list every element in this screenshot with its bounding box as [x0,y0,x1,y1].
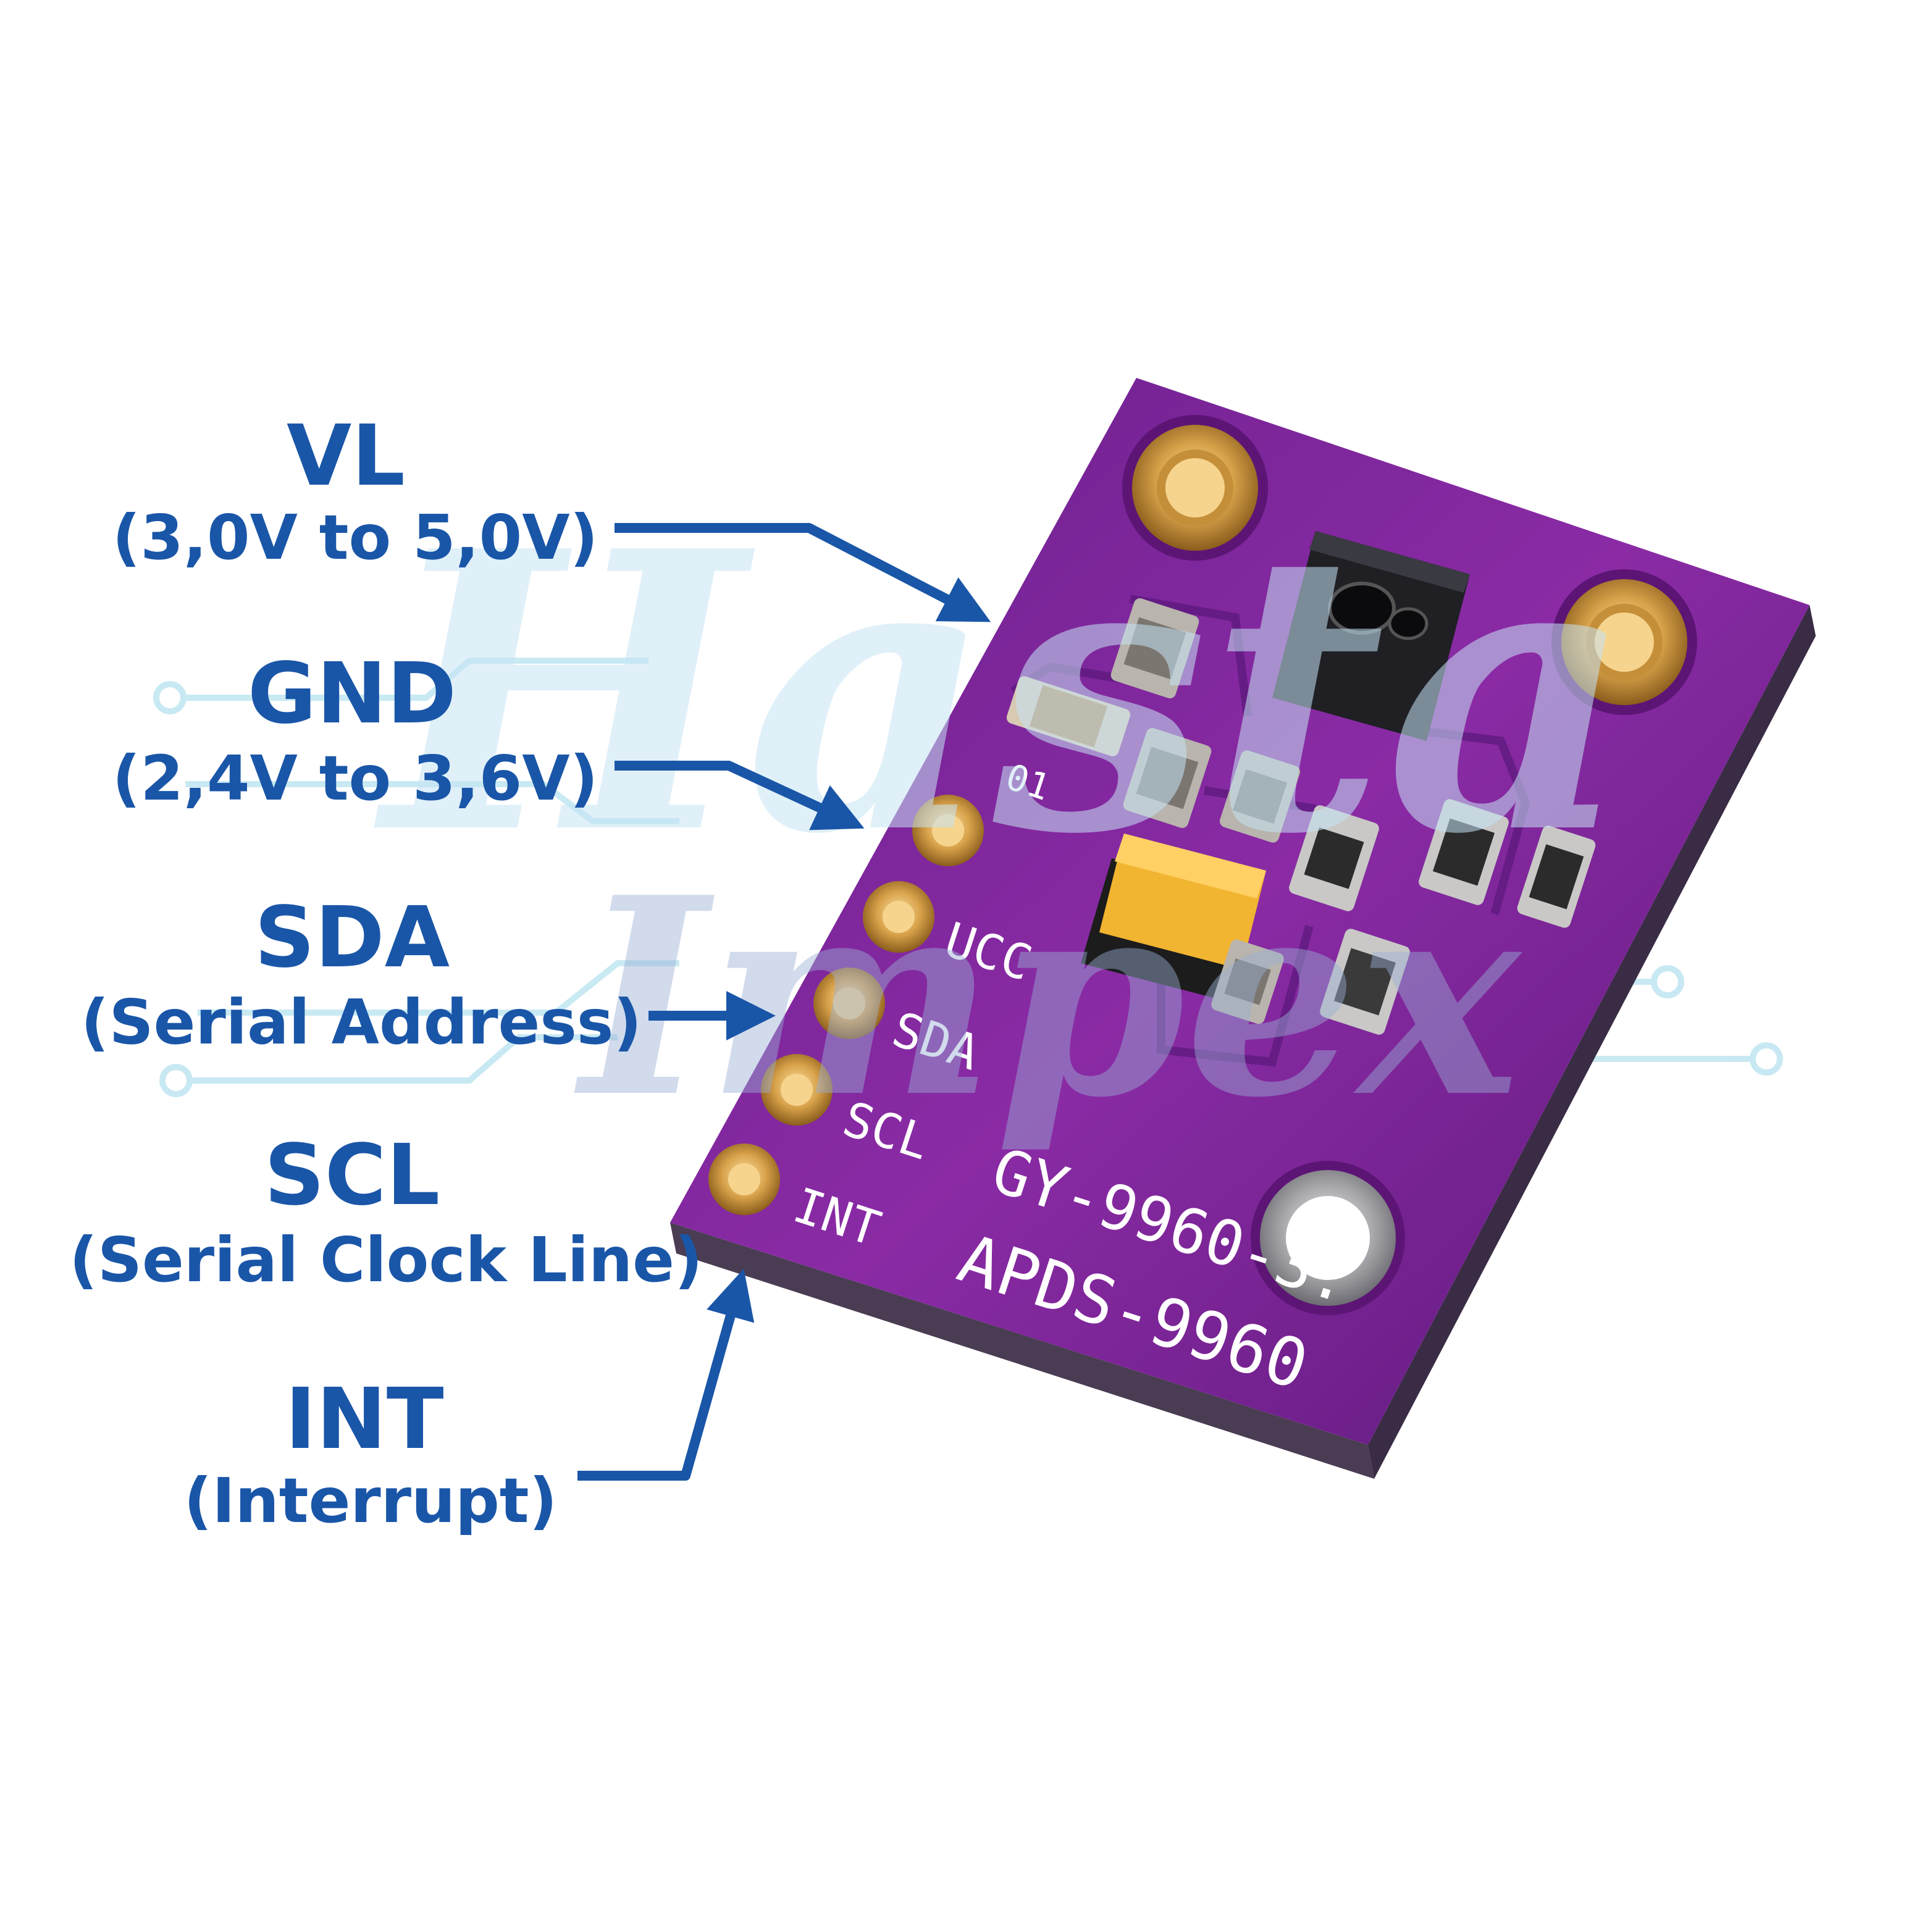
label-int-name: INT [285,1371,443,1468]
pin-arrows [577,523,991,1481]
mounting-hole-top-right [1551,569,1697,715]
label-scl-desc: (Serial Clock Line) [69,1224,702,1296]
mounting-hole-bottom [1251,1161,1405,1315]
pin-pad-vl [912,795,984,866]
pin-labels: VL (3,0V to 5,0V) GND (2,4V to 3,6V) SDA… [69,408,702,1537]
pin-pad-scl [761,1054,833,1126]
label-sda-desc: (Serial Address) [81,986,642,1058]
watermark-impex: Impex [572,838,1524,1157]
mounting-hole-top-left [1122,415,1268,561]
arrow-gnd [615,761,865,830]
pin-pad-gnd [863,881,934,953]
label-int-desc: (Interrupt) [184,1465,558,1537]
tantalum-capacitor [1081,834,1266,1000]
board-side [1368,605,1816,1479]
label-vl-name: VL [287,408,405,505]
label-sda-name: SDA [254,889,450,987]
smd-components [1006,598,1596,1035]
board-edge [670,1223,1374,1479]
label-gnd-name: GND [248,645,456,743]
arrow-vl [615,523,991,622]
sensor-board: 01 UCC SDA SCL INT GY-9960-3. APDS-9960 [670,378,1816,1479]
pin-pad-sda [813,968,885,1039]
header-pads [708,795,984,1215]
apds-sensor-chip [1272,531,1470,741]
arrow-int [577,1268,755,1481]
label-gnd-desc: (2,4V to 3,6V) [112,742,598,814]
watermark-hasta: Hasta [371,469,1634,918]
label-scl-name: SCL [264,1127,440,1224]
label-vl-desc: (3,0V to 5,0V) [112,501,598,574]
pin-pad-int [708,1144,780,1215]
